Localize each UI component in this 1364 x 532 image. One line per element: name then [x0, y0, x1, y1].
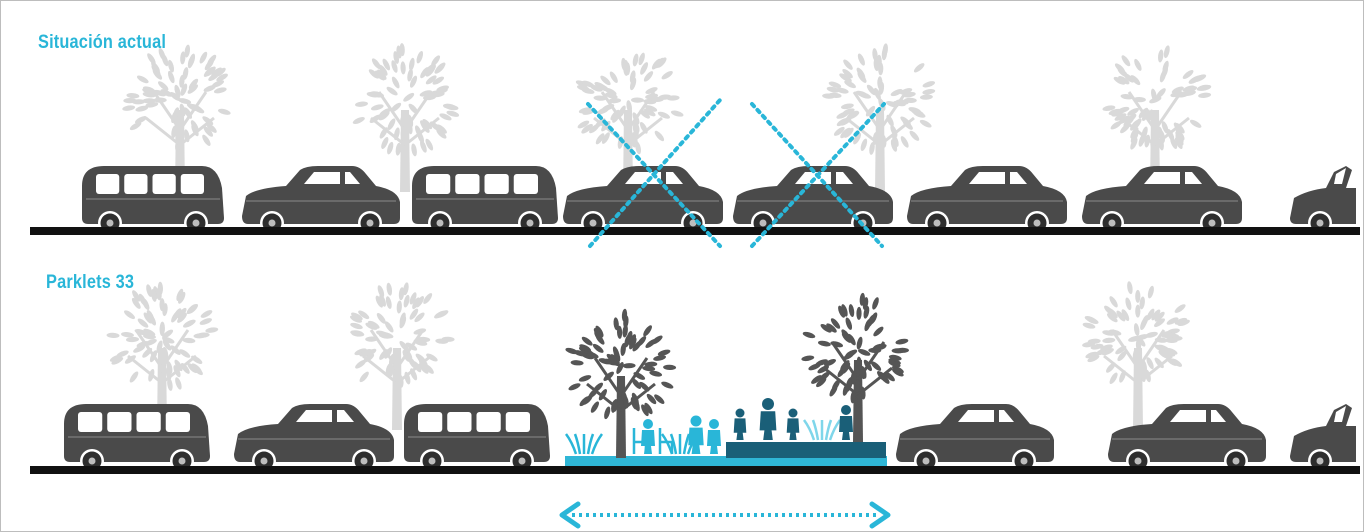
car-rear-icon: [1290, 166, 1356, 235]
row-current-situation: [30, 43, 1360, 246]
double-arrow-icon: [562, 504, 888, 526]
parklet-deck: [565, 442, 887, 468]
person-icon: [734, 409, 747, 441]
row-parklet: [30, 281, 1360, 526]
van-icon: [404, 404, 550, 473]
plant-icon: [804, 420, 840, 440]
road-line: [30, 227, 1360, 235]
car-icon: [242, 166, 400, 235]
tree-icon: [801, 293, 909, 442]
car-icon: [1082, 166, 1242, 235]
car-icon: [896, 404, 1054, 473]
car-icon: [234, 404, 394, 473]
car-icon: [1108, 404, 1266, 473]
person-icon: [839, 405, 853, 440]
van-icon: [64, 404, 210, 473]
van-icon: [82, 166, 224, 235]
car-rear-icon: [1290, 404, 1356, 473]
person-icon: [760, 398, 777, 440]
road-line: [30, 466, 1360, 474]
van-icon: [412, 166, 558, 235]
person-icon: [787, 409, 800, 441]
car-icon: [907, 166, 1067, 235]
person-icon: [707, 419, 721, 454]
plant-icon: [566, 434, 602, 454]
person-icon: [641, 419, 655, 454]
car-icon: [733, 166, 893, 235]
